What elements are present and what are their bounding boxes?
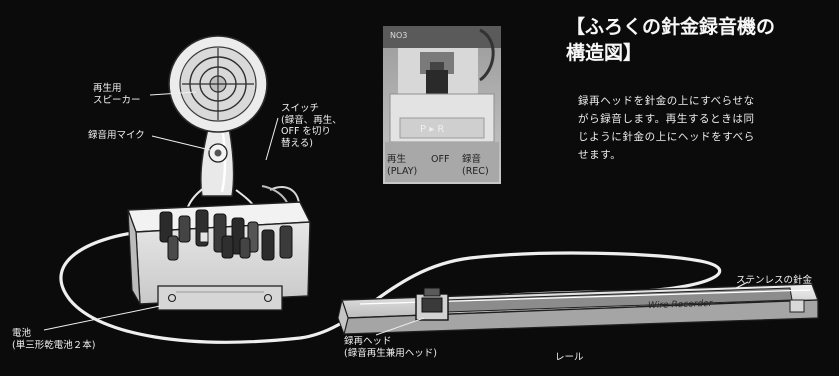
switch-inset-photo xyxy=(383,26,501,184)
inset-rec-label: 録音 (REC) xyxy=(462,154,489,177)
device-brand-text: Wire Recorder xyxy=(647,298,713,312)
inset-play-en: (PLAY) xyxy=(387,165,418,177)
inset-off-label: OFF xyxy=(431,154,450,165)
switch-label-line2: (録音、再生、 xyxy=(281,114,342,126)
battery-label: 電池 (単三形乾電池２本) xyxy=(12,328,95,351)
head-label-line2: (録音再生兼用ヘッド) xyxy=(344,347,437,359)
inset-switch-letters: P ▸ R xyxy=(420,124,445,135)
head-label: 録再ヘッド (録音再生兼用ヘッド) xyxy=(344,336,437,359)
inset-rec-en: (REC) xyxy=(462,165,489,177)
rail-label: レール xyxy=(555,352,584,363)
inset-play-label: 再生 (PLAY) xyxy=(387,154,417,177)
switch-label-line4: 替える) xyxy=(281,137,313,149)
inset-rec-jp: 録音 xyxy=(462,154,482,165)
speaker-label-line1: 再生用 xyxy=(93,83,122,94)
switch-label: スイッチ (録音、再生、 OFF を切り 替える) xyxy=(281,103,342,149)
description-line: がら録音します。再生するときは同 xyxy=(578,113,755,125)
speaker-label-line2: スピーカー xyxy=(93,94,141,106)
leader-lines xyxy=(43,91,749,336)
head-label-line1: 録再ヘッド xyxy=(344,336,392,347)
switch-label-line1: スイッチ xyxy=(281,103,320,114)
battery-label-line2: (単三形乾電池２本) xyxy=(12,339,96,351)
inset-play-jp: 再生 xyxy=(387,154,407,165)
title-line-1: 【ふろくの針金録音機の xyxy=(566,16,776,38)
switch-label-line3: OFF を切り xyxy=(281,126,331,137)
description-text: 録再ヘッドを針金の上にすべらせな がら録音します。再生するときは同 じように針金… xyxy=(578,92,828,164)
description-line: せます。 xyxy=(578,149,622,161)
inset-top-text: NO3 xyxy=(390,31,408,40)
description-line: じように針金の上にヘッドをすべら xyxy=(578,131,755,143)
diagram-title: 【ふろくの針金録音機の 構造図】 xyxy=(566,14,775,66)
title-line-2: 構造図】 xyxy=(566,42,643,64)
wire-label: ステンレスの針金 xyxy=(736,275,813,286)
speaker-assembly xyxy=(168,35,268,197)
circuit-box xyxy=(127,201,312,311)
mic-label: 録音用マイク xyxy=(88,130,145,141)
battery-label-line1: 電池 xyxy=(12,328,32,339)
rail-assembly xyxy=(337,283,819,336)
speaker-label: 再生用 スピーカー xyxy=(93,83,141,106)
description-line: 録再ヘッドを針金の上にすべらせな xyxy=(578,95,755,107)
